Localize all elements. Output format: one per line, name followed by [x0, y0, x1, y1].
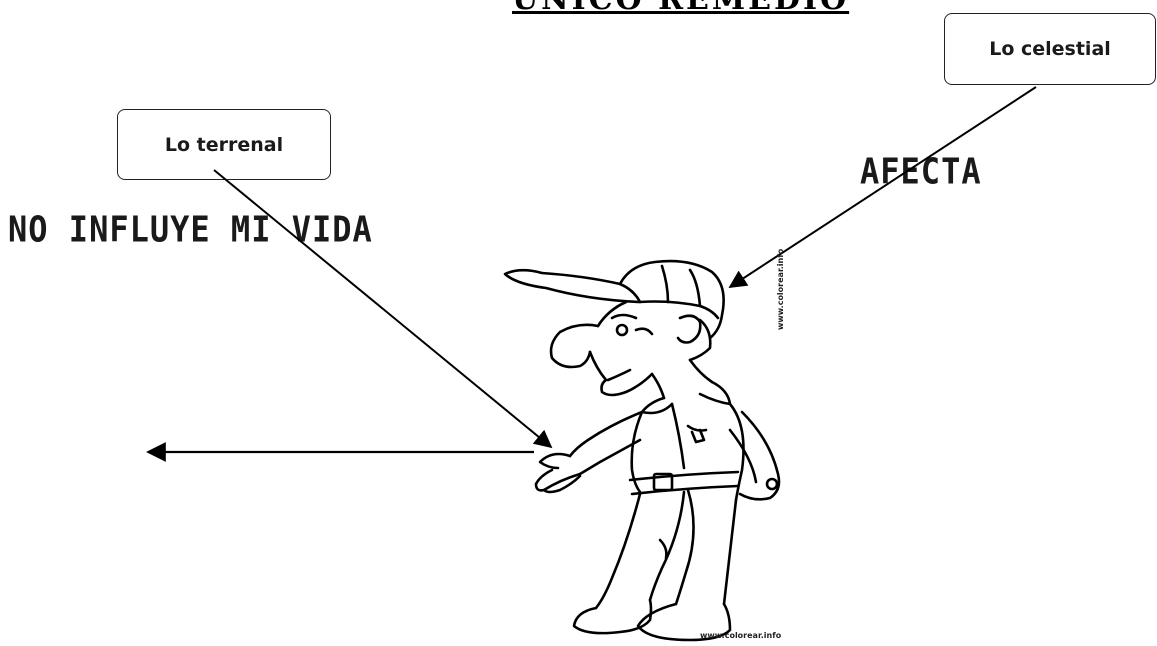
label-terrenal-text: Lo terrenal [164, 133, 284, 156]
statement-afecta: AFECTA [860, 150, 982, 193]
label-box-celestial: Lo celestial [944, 13, 1156, 85]
arrow-terrenal-to-hand [213, 169, 553, 449]
arrow-celestial-to-head [728, 86, 1037, 288]
cartoon-man-illustration [503, 259, 781, 642]
label-celestial-text: Lo celestial [989, 38, 1111, 60]
illustration-credit-bottom: www.colorear.info [700, 631, 782, 640]
label-box-terrenal: Lo terrenal [117, 109, 331, 180]
illustration-credit-side: www.colorear.info [776, 248, 785, 330]
statement-no-influye: NO INFLUYE MI VIDA [8, 208, 373, 251]
page-title: UNICO REMEDIO [512, 0, 849, 17]
